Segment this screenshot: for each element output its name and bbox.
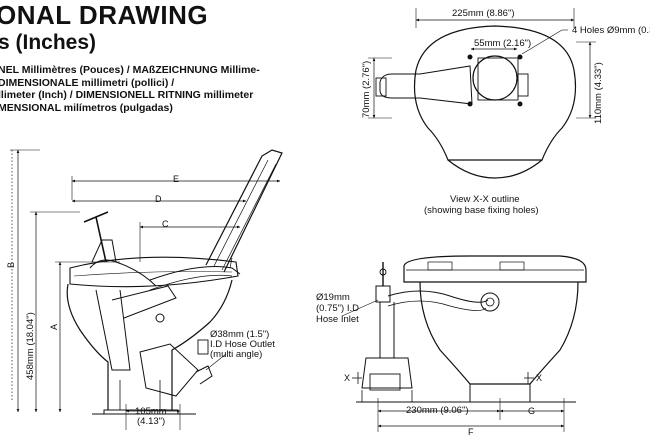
label-e: E xyxy=(173,174,179,184)
outlet-callout-line3: (multi angle) xyxy=(210,349,262,360)
label-a: A xyxy=(49,324,59,330)
page-title: ONAL DRAWING xyxy=(0,0,209,30)
holes-callout: 4 Holes Ø9mm (0.35" xyxy=(572,25,650,36)
top-left-dim: 70mm (2.76") xyxy=(361,61,372,118)
section-mark-left: X xyxy=(344,373,350,383)
label-c: C xyxy=(162,219,169,229)
label-g: G xyxy=(528,406,535,416)
top-caption-line2: (showing base fixing holes) xyxy=(424,205,539,216)
caption-line-2: DIMENSIONALE millimetri (pollici) / xyxy=(0,76,175,89)
inlet-callout-line2: (0.75") I.D xyxy=(316,303,359,314)
inlet-callout-line3: Hose Inlet xyxy=(316,314,359,325)
label-b: B xyxy=(6,262,16,268)
inlet-callout-line1: Ø19mm xyxy=(316,292,350,303)
section-mark-right: X xyxy=(536,373,542,383)
label-f: F xyxy=(468,427,474,436)
side-bottom-dim-in: (4.13") xyxy=(137,416,165,427)
caption-line-4: MENSIONAL milímetros (pulgadas) xyxy=(0,101,173,114)
label-d: D xyxy=(155,194,162,204)
caption-line-3: llimeter (Inch) / DIMENSIONELL RITNING m… xyxy=(0,89,254,101)
page-subtitle: s (Inches) xyxy=(0,31,97,54)
top-hole-dim: 55mm (2.16") xyxy=(474,38,531,49)
side-height-dim: 458mm (18.04") xyxy=(25,312,36,380)
top-view xyxy=(368,8,596,179)
top-width-dim: 225mm (8.86") xyxy=(452,8,515,19)
outlet-callout-line2: I.D Hose Outlet xyxy=(210,339,275,350)
side-bottom-dim-mm: 105mm xyxy=(135,406,167,417)
top-right-dim: 110mm (4.33") xyxy=(593,62,604,124)
outlet-callout-line1: Ø38mm (1.5") xyxy=(210,329,269,340)
side-view xyxy=(10,149,283,430)
front-base-dim: 230mm (9.06") xyxy=(406,405,469,416)
top-caption-line1: View X-X outline xyxy=(450,194,520,205)
front-view xyxy=(341,255,587,432)
caption-line-1: NEL Millimètres (Pouces) / MAßZEICHNUNG … xyxy=(0,64,260,76)
multilingual-caption: NEL Millimètres (Pouces) / MAßZEICHNUNG … xyxy=(0,64,260,114)
